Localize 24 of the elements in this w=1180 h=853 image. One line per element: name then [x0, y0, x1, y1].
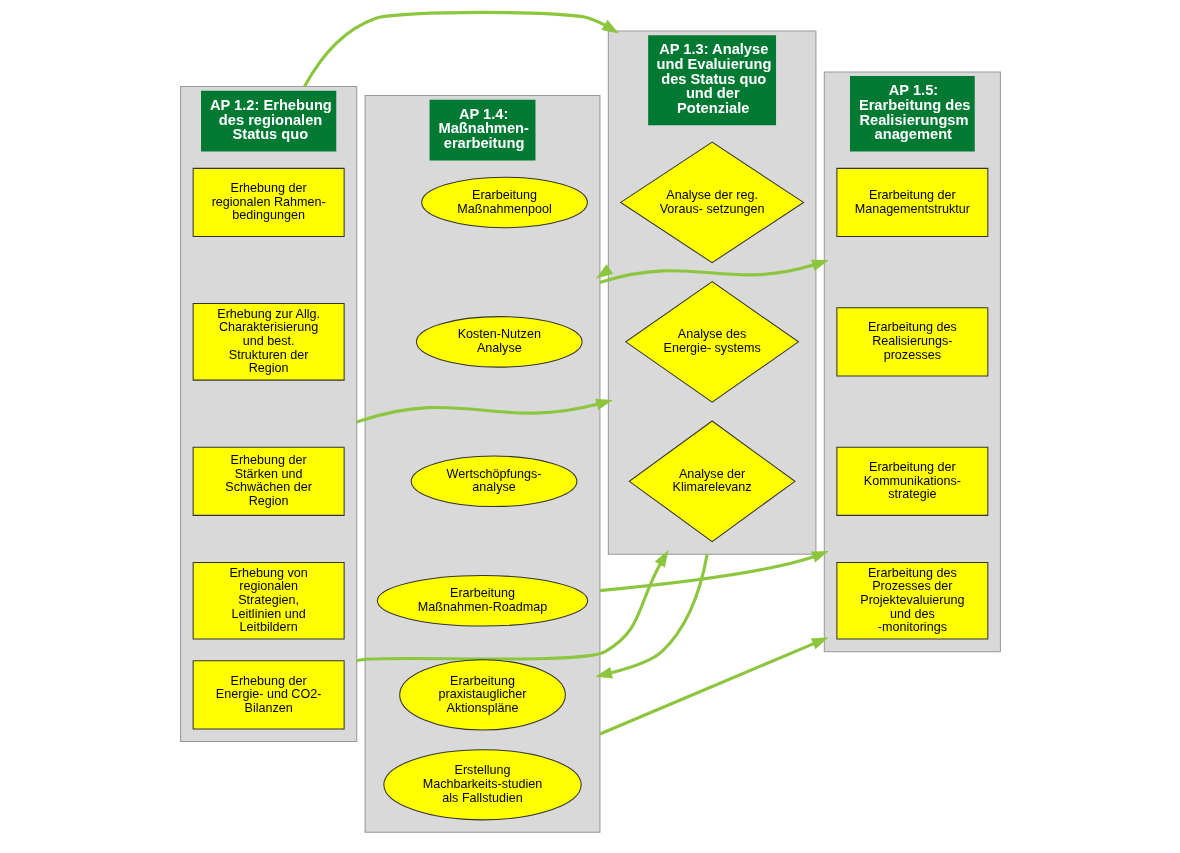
node-ellipse: Erarbeitung Maßnahmen-Roadmap	[376, 575, 588, 627]
node-box: Erarbeitung des Realisierungs- prozesses	[835, 307, 988, 377]
node-diamond: Analyse des Energie- systems	[624, 280, 799, 403]
node-ellipse: Kosten-Nutzen Analyse	[415, 316, 583, 368]
arrow	[594, 553, 709, 679]
node-box: Erhebung der Energie- und CO2- Bilanzen	[192, 660, 345, 730]
node-ellipse: Erstellung Machbarkeits-studien als Fallstudien	[382, 749, 582, 821]
node-ellipse: Erarbeitung Maßnahmenpool	[420, 176, 588, 229]
node-diamond: Analyse der Klimarelevanz	[627, 420, 796, 543]
arrow	[302, 10, 619, 88]
node-ellipse: Erarbeitung praxistauglicher Aktionspläne	[398, 659, 566, 731]
node-ellipse: Wertschöpfungs- analyse	[410, 455, 577, 508]
arrow	[598, 637, 829, 736]
node-box: Erhebung von regionalen Strategien, Leitlinien und Leitbildern	[192, 562, 345, 640]
arrow	[599, 551, 829, 593]
node-box: Erarbeitung der Managementstruktur	[835, 167, 988, 238]
node-diamond: Analyse der reg. Voraus- setzungen	[619, 141, 804, 264]
node-box: Erarbeitung des Prozesses der Projektevaluierung und des -monitorings	[835, 562, 988, 640]
node-box: Erarbeitung der Kommunikations- strategie	[835, 446, 988, 516]
arrow	[355, 398, 613, 424]
node-box: Erhebung der regionalen Rahmen- bedingungen	[192, 167, 345, 238]
node-box: Erhebung zur Allg. Charakterisierung und best. Strukturen der Region	[192, 303, 345, 381]
arrow	[355, 550, 668, 663]
node-box: Erhebung der Stärken und Schwächen der Region	[192, 446, 345, 516]
